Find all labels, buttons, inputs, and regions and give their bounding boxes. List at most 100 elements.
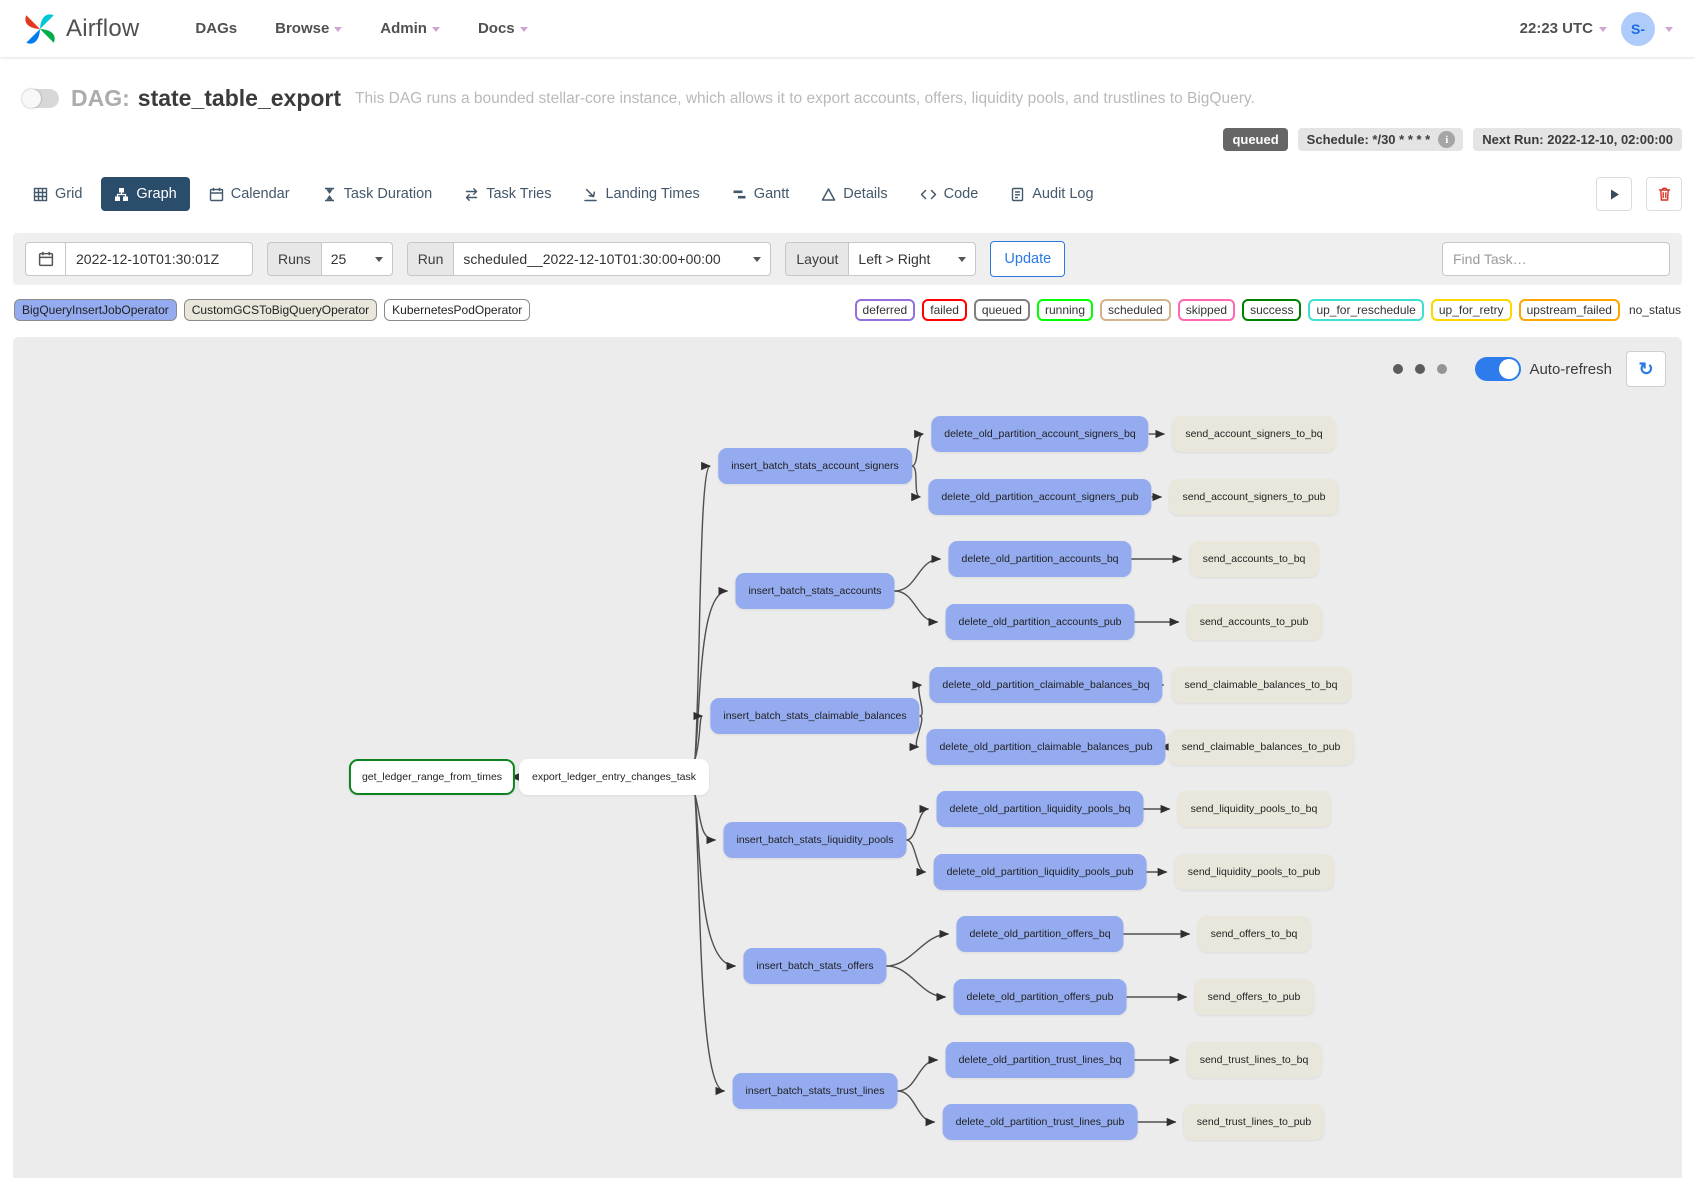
trash-icon (1658, 187, 1670, 201)
airflow-brand[interactable]: Airflow (22, 11, 139, 47)
task-node-send_offers_to_pub[interactable]: send_offers_to_pub (1194, 979, 1314, 1015)
status-legend-badge[interactable]: up_for_retry (1430, 299, 1512, 321)
task-node-delete_old_partition_accounts_pub[interactable]: delete_old_partition_accounts_pub (945, 604, 1135, 640)
dot (1437, 364, 1448, 374)
task-node-export_ledger_entry_changes_task[interactable]: export_ledger_entry_changes_task (518, 759, 710, 795)
task-node-send_accounts_to_pub[interactable]: send_accounts_to_pub (1186, 604, 1322, 640)
chevron-down-icon (431, 27, 440, 32)
chevron-down-icon (1665, 27, 1673, 32)
num-runs-select[interactable]: 25 (320, 242, 393, 276)
nav-item-browse[interactable]: Browse (275, 20, 343, 37)
tab-landing-times[interactable]: Landing Times (570, 177, 712, 211)
status-legend-badge[interactable]: success (1242, 299, 1302, 321)
status-legend-badge[interactable]: running (1036, 299, 1093, 321)
operator-legend-badge[interactable]: KubernetesPodOperator (384, 299, 531, 321)
status-legend-badge[interactable]: deferred (854, 299, 916, 321)
task-node-send_offers_to_bq[interactable]: send_offers_to_bq (1197, 916, 1311, 952)
task-node-delete_old_partition_liquidity_pools_bq[interactable]: delete_old_partition_liquidity_pools_bq (936, 791, 1144, 827)
chevron-down-icon (1599, 27, 1607, 32)
auto-refresh-toggle[interactable] (1475, 357, 1522, 381)
chevron-down-icon (753, 256, 762, 262)
task-node-delete_old_partition_claimable_balances_bq[interactable]: delete_old_partition_claimable_balances_… (929, 667, 1163, 703)
tab-task-duration[interactable]: Task Duration (309, 177, 446, 211)
grid-icon (33, 187, 48, 201)
status-legend-badge[interactable]: queued (973, 299, 1030, 321)
task-node-send_claimable_balances_to_pub[interactable]: send_claimable_balances_to_pub (1168, 729, 1354, 765)
task-node-insert_batch_stats_claimable_balances[interactable]: insert_batch_stats_claimable_balances (710, 698, 920, 734)
details-icon (822, 187, 836, 201)
task-node-send_liquidity_pools_to_bq[interactable]: send_liquidity_pools_to_bq (1177, 791, 1331, 827)
layout-select[interactable]: Left > Right (848, 242, 977, 276)
task-node-get_ledger_range_from_times[interactable]: get_ledger_range_from_times (348, 759, 516, 795)
timezone-selector[interactable]: 22:23 UTC (1520, 20, 1607, 37)
chevron-down-icon (374, 256, 383, 262)
status-legend-badge[interactable]: scheduled (1100, 299, 1171, 321)
task-node-send_trust_lines_to_bq[interactable]: send_trust_lines_to_bq (1186, 1042, 1322, 1078)
task-node-insert_batch_stats_liquidity_pools[interactable]: insert_batch_stats_liquidity_pools (723, 822, 907, 858)
tab-code[interactable]: Code (907, 177, 992, 211)
task-node-insert_batch_stats_accounts[interactable]: insert_batch_stats_accounts (735, 573, 895, 609)
task-node-send_trust_lines_to_pub[interactable]: send_trust_lines_to_pub (1183, 1104, 1325, 1140)
chevron-down-icon (334, 27, 343, 32)
task-node-delete_old_partition_trust_lines_pub[interactable]: delete_old_partition_trust_lines_pub (942, 1104, 1138, 1140)
status-legend-badge[interactable]: upstream_failed (1518, 299, 1620, 321)
nav-item-admin[interactable]: Admin (380, 20, 440, 37)
status-legend-badge[interactable]: skipped (1177, 299, 1236, 321)
task-node-send_liquidity_pools_to_pub[interactable]: send_liquidity_pools_to_pub (1174, 854, 1334, 890)
run-label: Run (406, 242, 454, 276)
chevron-down-icon (519, 27, 528, 32)
task-node-send_account_signers_to_bq[interactable]: send_account_signers_to_bq (1172, 416, 1336, 452)
date-picker-button[interactable] (25, 242, 65, 276)
dag-description: This DAG runs a bounded stellar-core ins… (355, 89, 1255, 107)
dag-pause-toggle[interactable] (22, 89, 59, 108)
task-node-delete_old_partition_offers_pub[interactable]: delete_old_partition_offers_pub (953, 979, 1127, 1015)
view-tabs: Grid Graph Calendar Task Duration Task T… (0, 151, 1695, 211)
update-button[interactable]: Update (990, 241, 1066, 277)
tab-calendar[interactable]: Calendar (196, 177, 303, 211)
info-icon[interactable]: i (1438, 131, 1456, 148)
trigger-dag-button[interactable] (1596, 177, 1632, 211)
tab-task-tries[interactable]: Task Tries (451, 177, 564, 211)
task-node-insert_batch_stats_account_signers[interactable]: insert_batch_stats_account_signers (718, 448, 912, 484)
operator-legend-badge[interactable]: BigQueryInsertJobOperator (14, 299, 177, 321)
task-node-insert_batch_stats_offers[interactable]: insert_batch_stats_offers (743, 948, 887, 984)
refresh-button[interactable]: ↻ (1626, 351, 1666, 387)
task-node-delete_old_partition_accounts_bq[interactable]: delete_old_partition_accounts_bq (948, 541, 1132, 577)
runs-label: Runs (267, 242, 321, 276)
auto-refresh-label: Auto-refresh (1529, 360, 1612, 378)
user-menu[interactable]: S- (1621, 11, 1673, 46)
operator-legend-badge[interactable]: CustomGCSToBigQueryOperator (183, 299, 378, 321)
status-legend-badge[interactable]: no_status (1626, 301, 1681, 319)
task-node-delete_old_partition_claimable_balances_pub[interactable]: delete_old_partition_claimable_balances_… (926, 729, 1166, 765)
task-node-delete_old_partition_offers_bq[interactable]: delete_old_partition_offers_bq (956, 916, 1124, 952)
nav-item-dags[interactable]: DAGs (195, 20, 238, 37)
airflow-logo-icon (25, 13, 55, 44)
find-task-input[interactable] (1442, 242, 1670, 276)
tab-grid[interactable]: Grid (20, 177, 95, 211)
page-title: state_table_export (137, 85, 342, 111)
task-node-send_account_signers_to_pub[interactable]: send_account_signers_to_pub (1169, 479, 1339, 515)
tab-graph[interactable]: Graph (101, 177, 190, 211)
avatar: S- (1621, 11, 1655, 46)
task-node-delete_old_partition_trust_lines_bq[interactable]: delete_old_partition_trust_lines_bq (945, 1042, 1135, 1078)
layout-progress-dots (1393, 364, 1448, 374)
task-node-delete_old_partition_account_signers_bq[interactable]: delete_old_partition_account_signers_bq (931, 416, 1149, 452)
task-node-send_accounts_to_bq[interactable]: send_accounts_to_bq (1189, 541, 1319, 577)
next-run-badge: Next Run: 2022-12-10, 02:00:00 (1473, 128, 1682, 151)
tab-audit-log[interactable]: Audit Log (997, 177, 1106, 211)
schedule-badge: Schedule: */30 * * * * i (1297, 128, 1464, 151)
delete-dag-button[interactable] (1646, 177, 1682, 211)
task-node-delete_old_partition_account_signers_pub[interactable]: delete_old_partition_account_signers_pub (928, 479, 1152, 515)
run-select[interactable]: scheduled__2022-12-10T01:30:00+00:00 (453, 242, 772, 276)
status-legend-badge[interactable]: up_for_reschedule (1308, 299, 1424, 321)
toggle-knob (1499, 359, 1520, 379)
tab-details[interactable]: Details (808, 177, 900, 211)
nav-item-docs[interactable]: Docs (478, 20, 528, 37)
task-node-insert_batch_stats_trust_lines[interactable]: insert_batch_stats_trust_lines (732, 1073, 898, 1109)
dag-graph-canvas[interactable]: Auto-refresh ↻ get_ledger_range_from_tim… (13, 337, 1682, 1178)
task-node-delete_old_partition_liquidity_pools_pub[interactable]: delete_old_partition_liquidity_pools_pub (933, 854, 1147, 890)
task-node-send_claimable_balances_to_bq[interactable]: send_claimable_balances_to_bq (1171, 667, 1351, 703)
status-legend-badge[interactable]: failed (922, 299, 967, 321)
tab-gantt[interactable]: Gantt (719, 177, 802, 211)
base-date-input[interactable] (65, 242, 253, 276)
